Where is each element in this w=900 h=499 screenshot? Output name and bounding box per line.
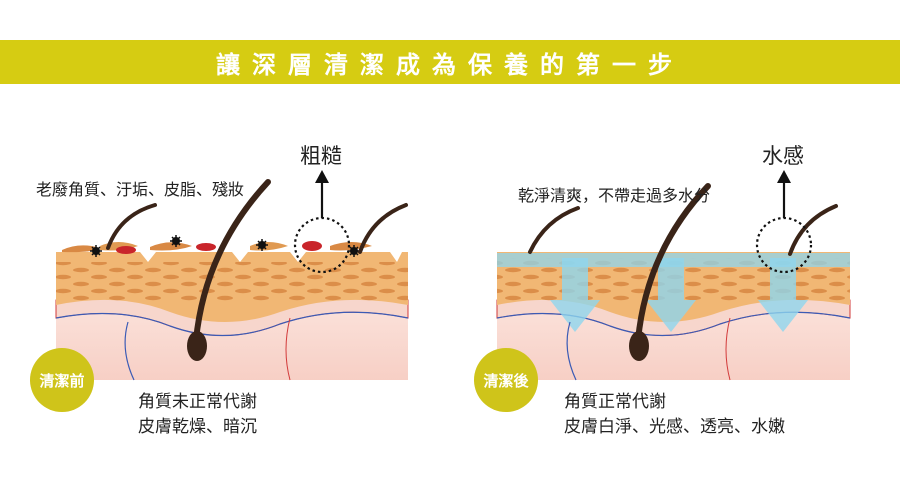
after-skin-panel bbox=[496, 170, 851, 381]
hair bbox=[635, 183, 711, 343]
clean-label: 乾淨清爽，不帶走過多水分 bbox=[518, 186, 711, 205]
before-skin-panel bbox=[55, 170, 409, 381]
hydration-arrows bbox=[550, 258, 808, 332]
hair-follicle bbox=[187, 331, 207, 361]
after-desc-line2: 皮膚白淨、光感、透亮、水嫩 bbox=[564, 417, 785, 437]
sebum-blob bbox=[196, 243, 216, 251]
before-desc-line1: 角質未正常代謝 bbox=[138, 392, 257, 412]
before-top-label: 粗糙 bbox=[300, 144, 342, 168]
before-badge: 清潔前 bbox=[30, 348, 94, 412]
up-arrow-icon bbox=[777, 170, 791, 183]
hair bbox=[106, 203, 157, 250]
banner-title: 讓深層清潔成為保養的第一步 bbox=[216, 50, 684, 79]
sebum-blob bbox=[302, 241, 322, 251]
hair bbox=[193, 179, 271, 343]
hair bbox=[788, 204, 838, 256]
sebum-blob bbox=[116, 246, 136, 254]
before-description: 角質未正常代謝 皮膚乾燥、暗沉 bbox=[138, 390, 257, 440]
after-description: 角質正常代謝 皮膚白淨、光感、透亮、水嫩 bbox=[564, 390, 785, 440]
hair bbox=[358, 203, 408, 254]
after-badge: 清潔後 bbox=[474, 348, 538, 412]
dirt-particles bbox=[90, 235, 360, 257]
title-banner: 讓深層清潔成為保養的第一步 bbox=[0, 40, 900, 84]
debris-label: 老廢角質、汙垢、皮脂、殘妝 bbox=[36, 180, 245, 199]
hair-follicle bbox=[629, 331, 649, 361]
after-desc-line1: 角質正常代謝 bbox=[564, 392, 666, 412]
up-arrow-icon bbox=[315, 170, 329, 183]
hair bbox=[528, 206, 580, 254]
after-top-label: 水感 bbox=[762, 144, 804, 168]
before-desc-line2: 皮膚乾燥、暗沉 bbox=[138, 417, 257, 437]
